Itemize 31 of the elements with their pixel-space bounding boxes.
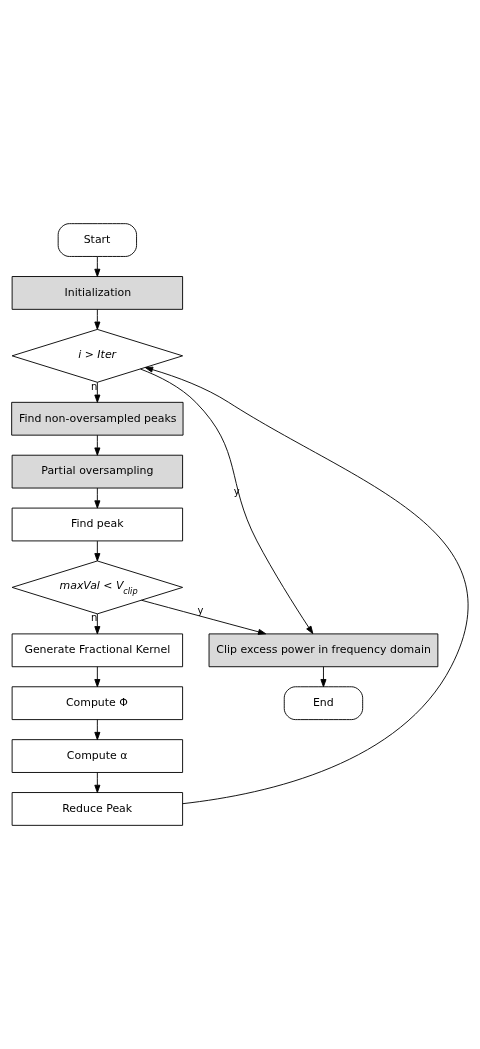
arrow [94,381,101,403]
arrow [94,719,101,741]
node-box: End [283,686,364,721]
node-box: Initialization [11,276,184,310]
node-box: Partial oversampling [11,454,184,489]
node-box: Clip excess power in frequency domain [208,633,439,668]
arrow [94,309,101,330]
node-box: Compute Φ [11,686,184,721]
node-box: Reduce Peak [11,792,184,826]
arrow [320,666,327,688]
edge-label: n [90,380,98,392]
arrow [140,368,314,635]
node-box: Find non-oversampled peaks [11,401,184,436]
node-diamond: maxVal < V$_{clip}$ [11,560,184,615]
arrow [144,366,469,805]
arrow [141,599,267,635]
edge-label: y [233,485,240,497]
node-diamond: i > Iter [11,328,184,383]
node-box: Generate Fractional Kernel [11,633,184,668]
arrow [94,666,101,688]
arrow [94,772,101,793]
arrow [94,613,101,635]
node-box: Find peak [11,507,184,542]
arrow [94,540,101,562]
arrow [94,487,101,509]
arrow [94,434,101,456]
edge-label: y [197,605,204,617]
arrow [94,256,101,277]
edge-label: n [90,612,98,624]
node-box: Compute α [11,739,184,773]
node-box: Start [57,223,137,257]
